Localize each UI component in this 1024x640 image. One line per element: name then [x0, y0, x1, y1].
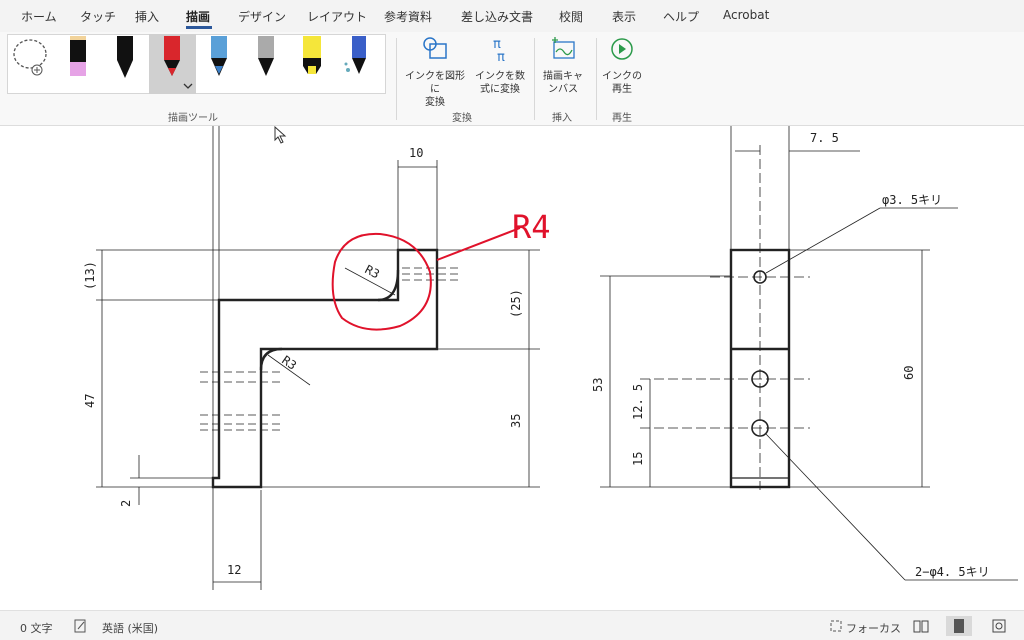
pen-tools	[13, 36, 367, 89]
tab-review[interactable]: 校閲	[559, 10, 584, 24]
web-icon	[992, 619, 1006, 633]
dim-10: 10	[409, 146, 423, 160]
tab-view[interactable]: 表示	[612, 10, 637, 24]
word-count[interactable]: 0 文字	[20, 622, 53, 635]
dim-60: 60	[902, 366, 916, 380]
tab-references[interactable]: 参考資料	[384, 10, 433, 24]
group-label-replay: 再生	[612, 113, 632, 124]
group-separator	[596, 38, 597, 120]
ribbon-tabs: ホーム タッチ 挿入 描画 デザイン レイアウト 参考資料 差し込み文書 校閲 …	[0, 0, 1024, 32]
ink-to-shape-icon	[423, 37, 447, 59]
ink-annotation[interactable]: R4	[331, 208, 551, 331]
ink-replay-button[interactable]: インクの 再生	[592, 34, 652, 104]
chevron-down-icon[interactable]	[183, 83, 193, 89]
group-separator	[396, 38, 397, 120]
proofing-icon[interactable]	[74, 619, 88, 633]
radius-r3-lower: R3	[279, 353, 299, 373]
svg-text:π: π	[493, 37, 501, 52]
ink-r4-text: R4	[512, 208, 551, 246]
replay-label-1: インクの	[602, 71, 642, 82]
document-canvas[interactable]: 10 7. 5 (13) (25) 47 35 2 12 53 12. 5 15…	[0, 126, 1024, 610]
highlighter-yellow-icon[interactable]	[303, 36, 321, 74]
book-icon	[913, 620, 929, 633]
ink-to-math-label-2: 式に変換	[480, 84, 520, 95]
dim-13: (13)	[83, 261, 97, 290]
page-icon	[954, 619, 964, 633]
canvas-label-1: 描画キャ	[543, 71, 583, 82]
pen-black-icon[interactable]	[117, 36, 133, 78]
ink-to-shape-label-1: インクを図形に	[405, 71, 465, 95]
dim-7-5: 7. 5	[810, 131, 839, 145]
tab-help[interactable]: ヘルプ	[663, 10, 700, 24]
pencil-gray-icon[interactable]	[258, 36, 274, 76]
canvas-label-2: ンバス	[548, 84, 578, 95]
tab-layout[interactable]: レイアウト	[307, 10, 368, 24]
tab-insert[interactable]: 挿入	[135, 10, 160, 24]
pen-red-icon[interactable]	[164, 36, 180, 76]
group-label-draw-tools: 描画ツール	[168, 113, 218, 124]
web-layout-button[interactable]	[986, 616, 1012, 636]
focus-button[interactable]: フォーカス	[846, 622, 901, 635]
tab-draw[interactable]: 描画	[186, 10, 211, 24]
dim-12: 12	[227, 563, 241, 577]
ink-to-shape-label-2: 変換	[425, 97, 445, 108]
ink-to-math-button[interactable]: π π インクを数 式に変換	[470, 34, 530, 104]
tab-mailings[interactable]: 差し込み文書	[461, 10, 534, 24]
svg-text:π: π	[497, 50, 505, 64]
ink-to-shape-button[interactable]: インクを図形に 変換	[405, 34, 465, 108]
pen-galaxy-icon[interactable]	[344, 36, 367, 74]
pi-icon: π π	[493, 37, 505, 64]
lasso-select-icon[interactable]	[13, 39, 47, 76]
canvas-icon	[552, 37, 575, 59]
replay-label-2: 再生	[612, 84, 632, 95]
dim-2: 2	[119, 500, 133, 507]
dim-47: 47	[83, 394, 97, 408]
replay-icon	[611, 38, 633, 60]
ink-to-math-label-1: インクを数	[475, 71, 525, 82]
hole-note-small: φ3. 5キリ	[882, 193, 942, 207]
group-separator	[534, 38, 535, 120]
focus-icon[interactable]	[829, 619, 843, 633]
tab-acrobat[interactable]: Acrobat	[723, 8, 770, 22]
technical-drawing: 10 7. 5 (13) (25) 47 35 2 12 53 12. 5 15…	[83, 126, 1018, 590]
drawing-canvas-button[interactable]: 描画キャ ンバス	[533, 34, 593, 104]
pen-blue-icon[interactable]	[211, 36, 227, 76]
dim-25: (25)	[509, 289, 523, 318]
pen-pink-icon[interactable]	[70, 36, 86, 76]
dim-35: 35	[509, 414, 523, 428]
tab-touch[interactable]: タッチ	[80, 10, 117, 24]
read-mode-button[interactable]	[908, 616, 934, 636]
dim-12-5: 12. 5	[631, 384, 645, 420]
dim-53: 53	[591, 378, 605, 392]
hole-note-large: 2−φ4. 5キリ	[915, 565, 990, 579]
radius-r3-upper: R3	[363, 262, 382, 281]
mouse-cursor-icon	[274, 126, 287, 144]
tab-design[interactable]: デザイン	[238, 10, 287, 24]
status-bar: 0 文字 英語 (米国) フォーカス	[0, 610, 1024, 640]
tab-home[interactable]: ホーム	[21, 10, 57, 24]
language-indicator[interactable]: 英語 (米国)	[102, 622, 159, 635]
group-label-insert: 挿入	[552, 113, 572, 124]
dim-15: 15	[631, 452, 645, 466]
print-layout-button[interactable]	[946, 616, 972, 636]
group-label-convert: 変換	[452, 113, 472, 124]
active-tab-indicator	[186, 26, 212, 29]
